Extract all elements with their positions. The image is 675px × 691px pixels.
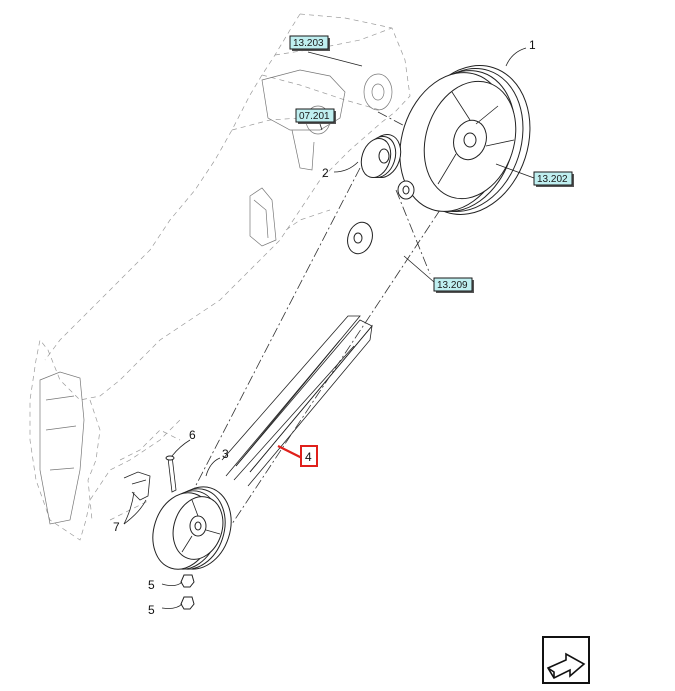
reference-07-201[interactable]: 07.201	[295, 108, 336, 124]
part-label-5-upper: 5	[148, 578, 155, 592]
part-label-7: 7	[113, 520, 120, 534]
highlighted-part-4[interactable]: 4	[277, 445, 318, 467]
reference-13-209[interactable]: 13.209	[433, 277, 474, 293]
part-labels: 1 2 3 5 5 6 7	[113, 38, 536, 617]
hardware	[123, 455, 195, 610]
leader-lines	[123, 47, 535, 609]
small-idler	[347, 221, 373, 255]
part-label-2: 2	[322, 166, 329, 180]
reference-13-203[interactable]: 13.203	[289, 35, 330, 51]
part-label-4[interactable]: 4	[305, 450, 312, 464]
part-label-6: 6	[189, 428, 196, 442]
part-label-1: 1	[529, 38, 536, 52]
part-label-3: 3	[222, 447, 229, 461]
reference-13-202[interactable]: 13.202	[533, 171, 574, 187]
arrow-icon[interactable]	[542, 636, 590, 684]
belt	[221, 315, 373, 487]
reference-13-209-text[interactable]: 13.209	[437, 280, 468, 291]
reference-13-202-text[interactable]: 13.202	[537, 174, 568, 185]
part-label-5-lower: 5	[148, 603, 155, 617]
reference-07-201-text[interactable]: 07.201	[299, 111, 330, 122]
idler-pulley	[360, 134, 415, 200]
reference-13-203-text[interactable]: 13.203	[293, 38, 324, 49]
frame-outline	[29, 13, 411, 541]
lower-pulley	[152, 486, 232, 570]
large-pulley	[399, 65, 531, 215]
